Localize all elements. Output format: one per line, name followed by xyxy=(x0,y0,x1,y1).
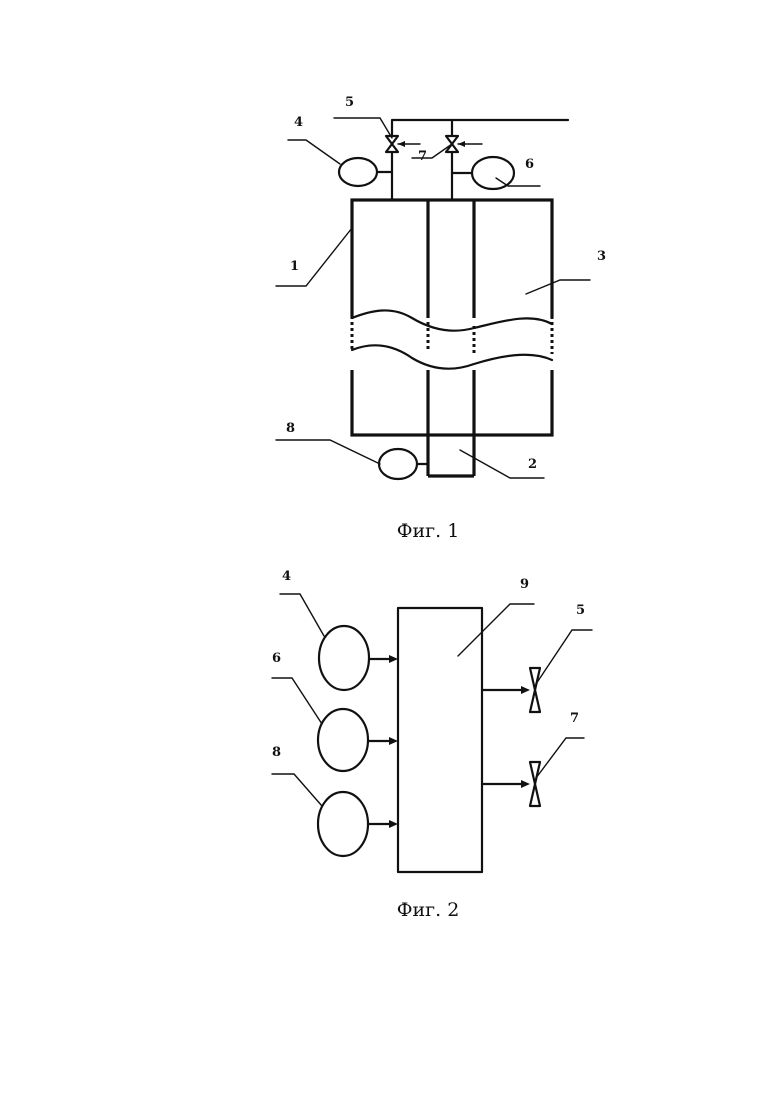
control-unit-9 xyxy=(398,608,482,872)
output-arrows xyxy=(482,686,530,788)
ref-5: 5 xyxy=(345,95,354,110)
ref-7: 7 xyxy=(418,149,427,164)
figure-2-caption: Фиг. 2 xyxy=(397,899,460,921)
leader-lines-fig1 xyxy=(276,118,590,478)
valve-7-block xyxy=(530,762,540,806)
arrow-icon xyxy=(389,655,398,663)
input-arrows xyxy=(368,655,398,828)
ref-3: 3 xyxy=(597,249,606,264)
ref-9: 9 xyxy=(520,577,529,592)
sensor-6-block xyxy=(318,709,368,771)
valve-5-block xyxy=(530,668,540,712)
arrow-icon xyxy=(521,780,530,788)
leader-lines-fig2 xyxy=(272,594,592,806)
sensor-8 xyxy=(379,449,428,479)
ref-1: 1 xyxy=(290,259,299,274)
figure-1: 5 4 7 6 1 3 8 2 Фиг. 1 xyxy=(276,95,606,542)
ref-5: 5 xyxy=(576,603,585,618)
valve-5-arrow-icon xyxy=(398,141,405,147)
ref-8: 8 xyxy=(286,421,295,436)
arrow-icon xyxy=(389,737,398,745)
sensor-8-block xyxy=(318,792,368,856)
valve-7-arrow-icon xyxy=(458,141,465,147)
ref-2: 2 xyxy=(528,457,537,472)
ref-6: 6 xyxy=(272,651,281,666)
figure-1-caption: Фиг. 1 xyxy=(397,520,460,542)
sensor-4-block xyxy=(319,626,369,690)
vessel-body xyxy=(340,200,565,476)
sensor-4 xyxy=(339,158,392,186)
ref-4: 4 xyxy=(294,115,303,130)
valve-5 xyxy=(386,136,420,152)
figure-2: 4 6 8 9 5 7 Фиг. 2 xyxy=(272,569,592,921)
arrow-icon xyxy=(521,686,530,694)
ref-6: 6 xyxy=(525,157,534,172)
ref-4: 4 xyxy=(282,569,291,584)
arrow-icon xyxy=(389,820,398,828)
ref-8: 8 xyxy=(272,745,281,760)
ref-7: 7 xyxy=(570,711,579,726)
